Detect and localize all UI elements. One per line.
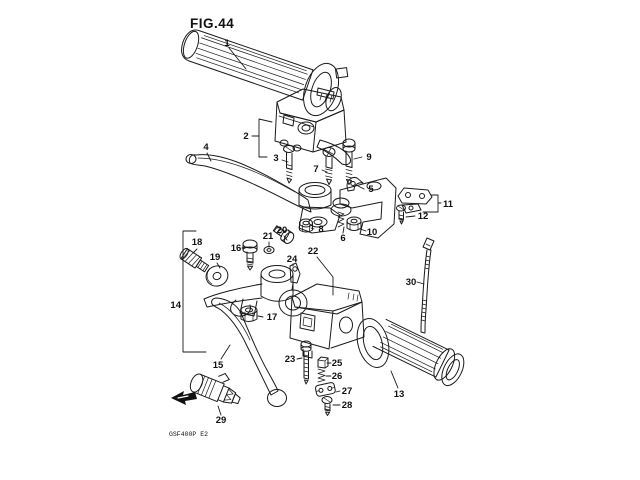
part-9-bolt: [342, 138, 356, 185]
part-23-bolt: [300, 340, 312, 385]
part-8-nut: [299, 218, 313, 233]
callout-1: 1: [224, 38, 230, 49]
lever-holder-right: [330, 177, 397, 239]
callout-10: 10: [367, 227, 378, 238]
part-25-nut: [317, 356, 329, 369]
part-5-clamp: [346, 177, 364, 192]
part-4-brake-lever: [185, 154, 341, 234]
callout-19: 19: [210, 252, 221, 263]
callout-6: 6: [340, 233, 345, 244]
front-direction-arrow-icon: [171, 391, 197, 405]
part-15-clutch-lever: [211, 297, 287, 407]
callout-17: 17: [267, 312, 278, 323]
leader-lines: [182, 47, 442, 416]
callout-21: 21: [263, 231, 274, 242]
callout-3: 3: [273, 153, 278, 164]
part-6-spring: [337, 211, 345, 228]
callout-23: 23: [285, 354, 296, 365]
part-17-nut: [240, 305, 258, 322]
part-2-switch-housing-right: [274, 87, 351, 166]
part-29-clutch-switch: [189, 373, 241, 405]
part-3-screw: [283, 145, 295, 184]
callout-18: 18: [192, 237, 203, 248]
callout-12: 12: [418, 211, 429, 222]
part-21-washer: [263, 246, 275, 254]
callout-20: 20: [277, 225, 288, 236]
part-10-nut: [346, 216, 362, 231]
callout-26: 26: [332, 371, 343, 382]
callout-7: 7: [313, 164, 318, 175]
callout-16: 16: [231, 243, 242, 254]
part-16-bolt: [242, 239, 258, 271]
callout-24: 24: [287, 254, 298, 265]
callout-28: 28: [342, 400, 353, 411]
callout-4: 4: [203, 142, 209, 153]
part-28-screw: [321, 396, 333, 416]
callout-labels: 1 2 3 4 5 6 7 8 9 10 11 12 13 14 15 16 1…: [170, 38, 453, 426]
part-7-screw: [322, 147, 336, 185]
part-12-screw: [396, 204, 406, 225]
callout-27: 27: [342, 386, 353, 397]
clutch-lever-holder: [203, 265, 294, 317]
part-1-throttle-grip: [181, 29, 349, 117]
callout-14: 14: [170, 300, 181, 311]
callout-29: 29: [216, 415, 227, 426]
callout-11: 11: [443, 199, 454, 210]
callout-8: 8: [318, 224, 323, 235]
callout-30: 30: [406, 277, 417, 288]
model-code: GSF400P E2: [169, 431, 208, 438]
part-30-cable-tie: [420, 237, 435, 334]
callout-15: 15: [213, 360, 224, 371]
callout-5: 5: [368, 184, 374, 195]
callout-2: 2: [243, 131, 248, 142]
part-26-spring: [317, 368, 326, 383]
callout-22: 22: [308, 246, 319, 257]
figure-title: FIG.44: [190, 16, 234, 31]
part-27-clamp: [315, 382, 336, 397]
callout-13: 13: [394, 389, 405, 400]
callout-9: 9: [366, 152, 371, 163]
switch-housing-left: [289, 283, 365, 359]
callout-25: 25: [332, 358, 343, 369]
part-19-washer: [205, 265, 229, 287]
part-20-bolt: [272, 225, 295, 244]
part-13-left-grip: [356, 318, 465, 387]
